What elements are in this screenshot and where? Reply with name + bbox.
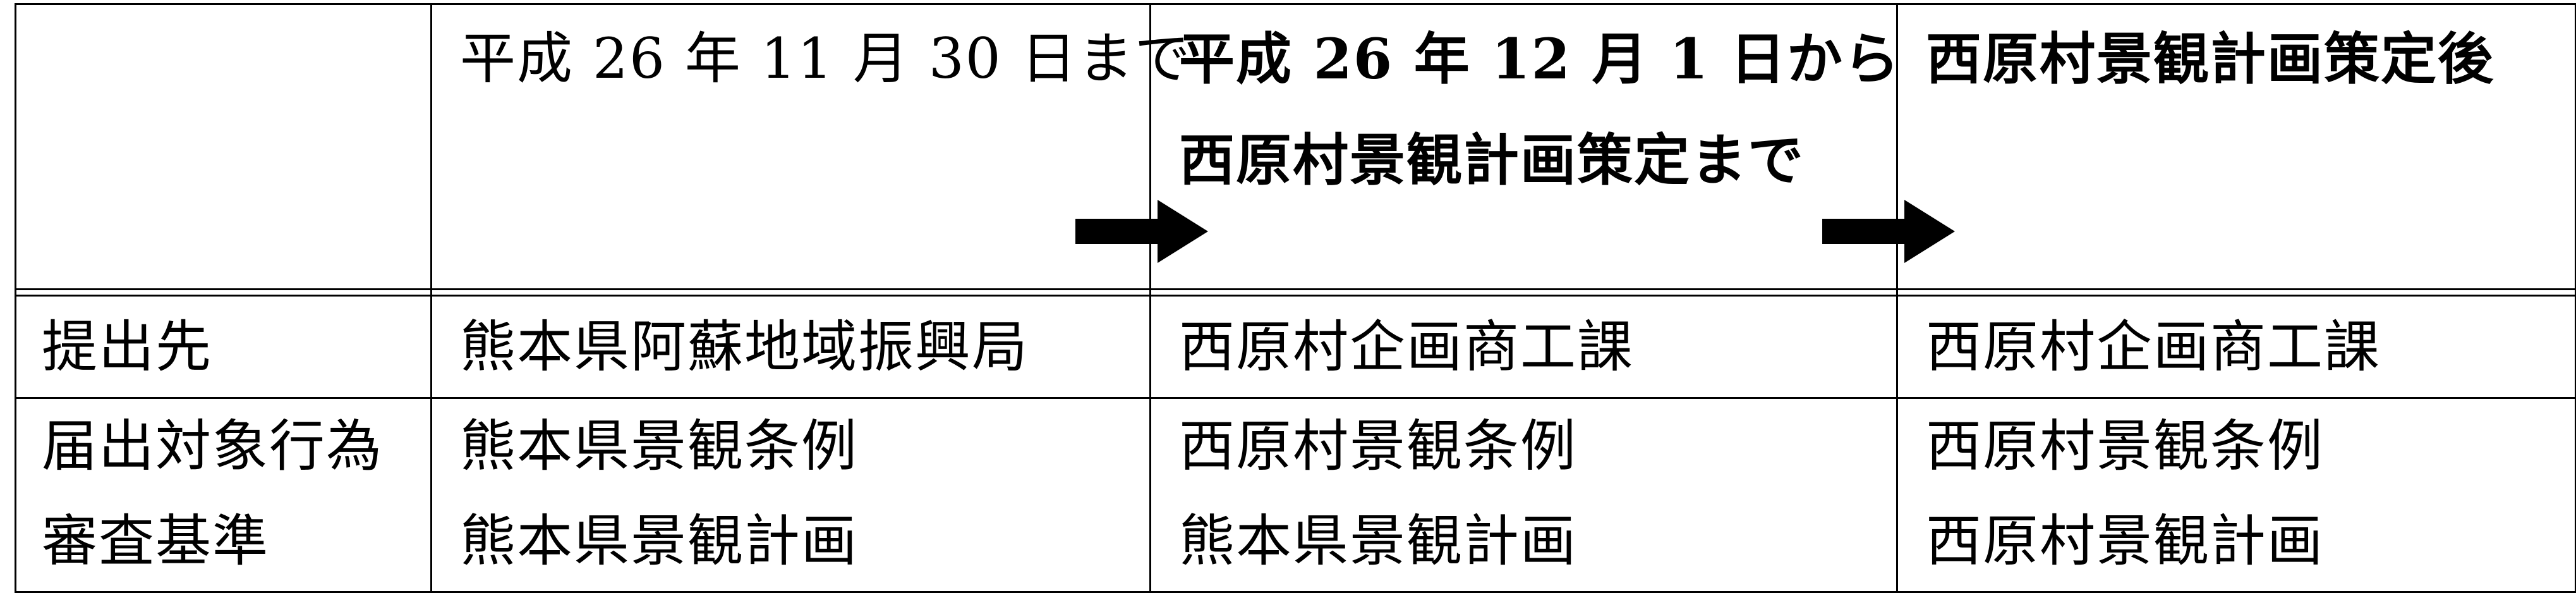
row-label-line-1: 届出対象行為	[42, 413, 384, 479]
cell-value: 熊本県阿蘇地域振興局	[460, 314, 1029, 379]
row-label-cell: 提出先	[15, 295, 432, 399]
transition-table: 平成 26 年 11 月 30 日まで 平成 26 年 12 月 1 日から 西…	[15, 3, 2576, 593]
cell-value: 西原村企画商工課	[1179, 314, 1635, 379]
right-arrow-icon	[1822, 200, 1955, 263]
cell-value-line-1: 熊本県景観条例	[460, 413, 859, 479]
table-cell: 熊本県阿蘇地域振興局	[430, 295, 1151, 399]
header-cell-period-2: 平成 26 年 12 月 1 日から 西原村景観計画策定まで	[1075, 3, 1901, 290]
table-row: 届出対象行為 審査基準 熊本県景観条例 熊本県景観計画 西原村景観条例 熊本県景…	[15, 397, 2576, 593]
right-arrow-icon	[1075, 200, 1208, 263]
cell-value-line-2: 西原村景観計画	[1926, 508, 2325, 573]
divider-cell	[15, 288, 432, 297]
divider-cell	[1896, 288, 2576, 297]
divider-cell	[1149, 288, 1898, 297]
table-cell: 西原村企画商工課	[1896, 295, 2576, 399]
header-cell-empty	[15, 3, 432, 290]
cell-value: 西原村企画商工課	[1926, 314, 2381, 379]
table-cell: 熊本県景観条例 熊本県景観計画	[430, 397, 1151, 593]
cell-value-line-2: 熊本県景観計画	[1179, 508, 1578, 573]
cell-value-line-2: 熊本県景観計画	[460, 508, 859, 573]
table-row: 提出先 熊本県阿蘇地域振興局 西原村企画商工課 西原村企画商工課	[15, 295, 2576, 399]
row-label-line-2: 審査基準	[42, 508, 270, 573]
table-cell: 西原村景観条例 熊本県景観計画	[1149, 397, 1898, 593]
header-row: 平成 26 年 11 月 30 日まで 平成 26 年 12 月 1 日から 西…	[15, 3, 2576, 290]
header-period-3-label: 西原村景観計画策定後	[1926, 26, 2495, 92]
row-label-cell: 届出対象行為 審査基準	[15, 397, 432, 593]
header-period-2-line-2: 西原村景観計画策定まで	[1179, 127, 1805, 193]
header-empty-label	[16, 5, 430, 11]
header-cell-period-1: 平成 26 年 11 月 30 日まで	[430, 3, 1192, 290]
row-label: 提出先	[42, 314, 213, 379]
header-cell-period-3: 西原村景観計画策定後	[1822, 3, 2576, 290]
header-period-1-label: 平成 26 年 11 月 30 日まで	[460, 26, 1192, 91]
cell-value-line-1: 西原村景観条例	[1926, 413, 2325, 479]
header-period-2-line-1: 平成 26 年 12 月 1 日から	[1179, 26, 1901, 92]
divider-cell	[430, 288, 1151, 297]
cell-value-line-1: 西原村景観条例	[1179, 413, 1578, 479]
divider-row	[15, 288, 2576, 297]
table-cell: 西原村企画商工課	[1149, 295, 1898, 399]
table-cell: 西原村景観条例 西原村景観計画	[1896, 397, 2576, 593]
